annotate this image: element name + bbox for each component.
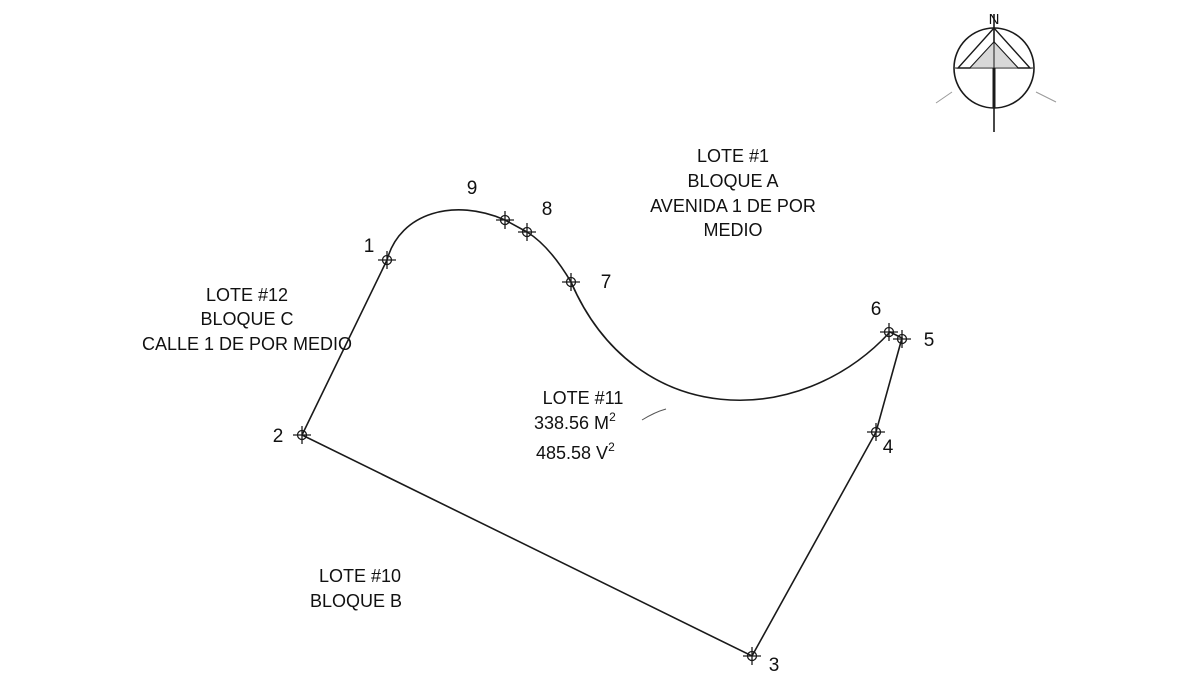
- lote-11-area-m-value: 338.56 M: [534, 413, 609, 433]
- lote-10-line-1: LOTE #10: [319, 566, 401, 586]
- vertex-marker-7-icon: [562, 273, 580, 291]
- vertex-marker-8-icon: [518, 223, 536, 241]
- vertex-marker-2-icon: [293, 426, 311, 444]
- vertex-marker-9-icon: [496, 211, 514, 229]
- vertex-label-7: 7: [601, 272, 612, 293]
- lote-1-line-1: LOTE #1: [697, 146, 769, 166]
- lote-12-line-3: CALLE 1 DE POR MEDIO: [142, 334, 352, 354]
- north-letter: N: [989, 11, 1000, 28]
- vertex-marker-6-icon: [880, 323, 898, 341]
- lote-10-label: LOTE #10 BLOQUE B: [310, 566, 402, 611]
- vertex-marker-5-icon: [893, 330, 911, 348]
- stray-mark: [641, 408, 667, 421]
- vertex-label-6: 6: [871, 299, 882, 320]
- lote-1-line-4: MEDIO: [703, 220, 762, 240]
- lote-11-label: LOTE #11 338.56 M2 485.58 V2: [534, 388, 667, 463]
- vertex-marker-4-icon: [867, 423, 885, 441]
- vertex-markers: [293, 211, 911, 665]
- lote-12-line-2: BLOQUE C: [200, 309, 293, 329]
- lote-1-line-2: BLOQUE A: [687, 171, 778, 191]
- lote-11-area-v-exponent: 2: [608, 440, 615, 454]
- vertex-label-4: 4: [883, 437, 894, 458]
- vertex-label-2: 2: [273, 426, 284, 447]
- lote-11-area-m-exponent: 2: [609, 410, 616, 424]
- vertex-label-3: 3: [769, 655, 780, 675]
- lote-11-area-v: 485.58 V2: [536, 440, 615, 463]
- lote-12-line-1: LOTE #12: [206, 285, 288, 305]
- vertex-label-9: 9: [467, 178, 478, 199]
- vertex-marker-3-icon: [743, 647, 761, 665]
- vertex-labels: 1 2 3 4 5 6 7 8 9: [273, 178, 935, 675]
- lote-11-area-v-value: 485.58 V: [536, 443, 608, 463]
- vertex-marker-1-icon: [378, 251, 396, 269]
- lote-1-line-3: AVENIDA 1 DE POR: [650, 196, 816, 216]
- north-compass-icon: N: [935, 11, 1057, 132]
- lote-1-label: LOTE #1 BLOQUE A AVENIDA 1 DE POR MEDIO: [650, 146, 816, 240]
- vertex-label-1: 1: [364, 236, 375, 257]
- lote-11-title: LOTE #11: [543, 388, 624, 408]
- lote-11-area-m: 338.56 M2: [534, 410, 616, 433]
- lote-12-label: LOTE #12 BLOQUE C CALLE 1 DE POR MEDIO: [142, 285, 352, 354]
- lote-10-line-2: BLOQUE B: [310, 591, 402, 611]
- vertex-label-8: 8: [542, 199, 553, 220]
- vertex-label-5: 5: [924, 330, 935, 351]
